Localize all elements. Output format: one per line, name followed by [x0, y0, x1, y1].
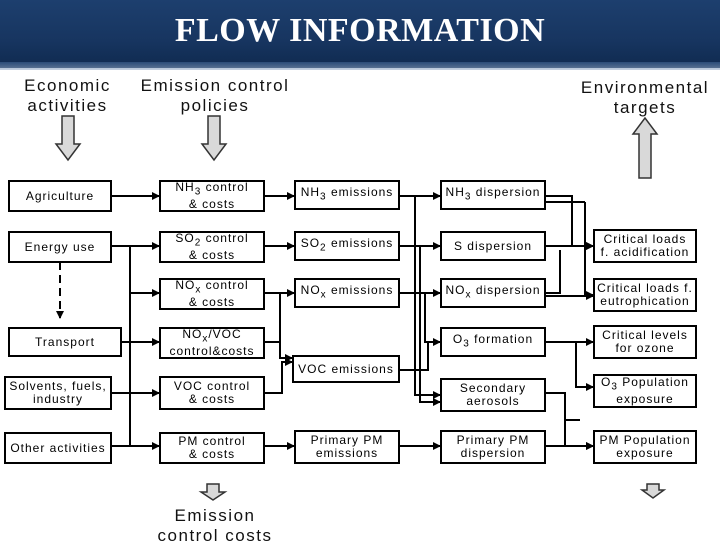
target-label: Critical levels for ozone — [602, 328, 688, 355]
process-s-dispersion: S dispersion — [440, 231, 546, 261]
emission-label: VOC emissions — [298, 361, 394, 376]
emission-label: NH3 emissions — [300, 185, 394, 203]
process-label: Primary PM dispersion — [456, 433, 530, 460]
header-environmental-targets: Environmental targets — [580, 78, 710, 117]
control-pm: PM control & costs — [159, 432, 265, 464]
activity-solvents-fuels-industry: Solvents, fuels, industry — [4, 376, 112, 410]
control-so2: SO2 control & costs — [159, 231, 265, 263]
block-down-arrow-icon — [54, 115, 82, 162]
target-critical-loads-eutrophication: Critical loads f. eutrophication — [593, 278, 697, 312]
block-arrows — [54, 115, 667, 501]
emission-so2: SO2 emissions — [294, 231, 400, 261]
process-label: NH3 dispersion — [445, 185, 541, 203]
control-label: NOx control & costs — [175, 277, 249, 310]
process-nox-dispersion: NOx dispersion — [440, 278, 546, 308]
control-nox-voc: NOx/VOC control&costs — [159, 327, 265, 359]
activity-energy-use: Energy use — [8, 231, 112, 263]
target-label: PM Population exposure — [599, 433, 691, 460]
activity-label: Transport — [35, 334, 95, 349]
activity-other-activities: Other activities — [4, 432, 112, 464]
emission-voc: VOC emissions — [292, 355, 400, 383]
control-voc: VOC control & costs — [159, 376, 265, 410]
title-banner — [0, 0, 720, 68]
process-label: S dispersion — [453, 238, 533, 253]
emission-label: NOx emissions — [300, 283, 394, 301]
target-label: O3 Population exposure — [601, 374, 689, 407]
process-primary-pm-dispersion: Primary PM dispersion — [440, 430, 546, 464]
header-emission-control-policies: Emission control policies — [140, 76, 290, 115]
control-label: PM control & costs — [178, 434, 246, 461]
control-label: NOx/VOC control&costs — [169, 326, 255, 359]
header-economic-activities: Economic activities — [24, 76, 111, 115]
process-label: Secondary aerosols — [459, 381, 527, 408]
emission-label: SO2 emissions — [300, 236, 394, 254]
process-label: NOx dispersion — [445, 283, 541, 301]
emission-nox: NOx emissions — [294, 278, 400, 308]
process-o3-formation: O3 formation — [440, 327, 546, 357]
activity-label: Agriculture — [25, 188, 95, 203]
title-banner-band — [0, 62, 720, 70]
target-pm-population-exposure: PM Population exposure — [593, 430, 697, 464]
emission-label: Primary PM emissions — [310, 433, 384, 460]
control-nox: NOx control & costs — [159, 278, 265, 310]
activity-agriculture: Agriculture — [8, 180, 112, 212]
emission-primary-pm: Primary PM emissions — [294, 430, 400, 464]
target-o3-population-exposure: O3 Population exposure — [593, 374, 697, 408]
target-critical-levels-ozone: Critical levels for ozone — [593, 325, 697, 359]
process-label: O3 formation — [452, 332, 534, 350]
target-label: Critical loads f. acidification — [600, 232, 690, 259]
block-up-arrow-icon — [631, 116, 659, 179]
target-critical-loads-acidification: Critical loads f. acidification — [593, 229, 697, 263]
control-label: NH3 control & costs — [175, 179, 249, 212]
activity-transport: Transport — [8, 327, 122, 357]
control-label: VOC control & costs — [173, 379, 251, 406]
emission-nh3: NH3 emissions — [294, 180, 400, 210]
activity-label: Other activities — [10, 440, 106, 455]
page-title: FLOW INFORMATION — [174, 12, 546, 49]
block-down-arrow-icon — [200, 115, 228, 162]
target-label: Critical loads f. eutrophication — [597, 281, 693, 308]
process-secondary-aerosols: Secondary aerosols — [440, 378, 546, 412]
control-nh3: NH3 control & costs — [159, 180, 265, 212]
activity-label: Solvents, fuels, industry — [9, 379, 107, 406]
control-label: SO2 control & costs — [175, 230, 249, 263]
block-down-arrow-icon — [639, 483, 667, 499]
block-down-arrow-icon — [198, 483, 228, 501]
process-nh3-dispersion: NH3 dispersion — [440, 180, 546, 210]
activity-label: Energy use — [24, 239, 96, 254]
